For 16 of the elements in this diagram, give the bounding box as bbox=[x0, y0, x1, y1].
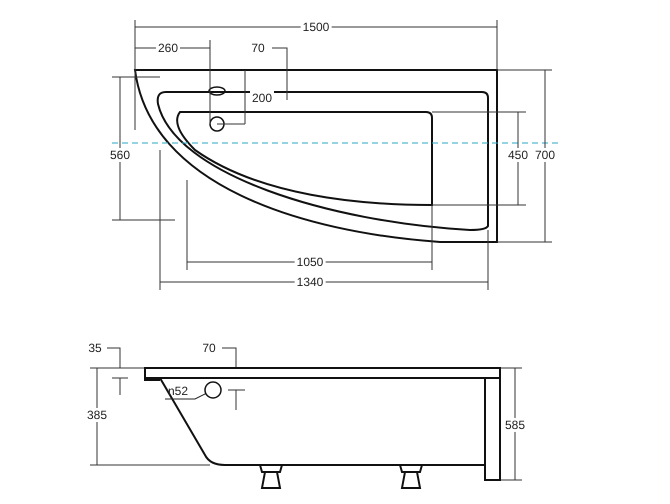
dimension-label: 70 bbox=[249, 41, 267, 55]
dimension-label: 70 bbox=[200, 341, 218, 355]
drain-hole bbox=[204, 381, 222, 399]
dimension-label: 1500 bbox=[300, 20, 332, 34]
dimension-label: 260 bbox=[156, 41, 180, 55]
dimension-label: 560 bbox=[108, 148, 132, 162]
dimension-label: 700 bbox=[532, 148, 558, 162]
dimension-label: 1340 bbox=[294, 275, 326, 289]
dimension-label: 450 bbox=[506, 148, 530, 162]
dimension-label: 35 bbox=[86, 341, 104, 355]
dimension-label: 200 bbox=[250, 91, 274, 105]
leader-line bbox=[164, 393, 206, 400]
dimension-label: 585 bbox=[502, 418, 528, 432]
diameter-label: n52 bbox=[166, 384, 190, 398]
dimension-label: 1050 bbox=[294, 255, 326, 269]
dimension-label: 385 bbox=[84, 408, 110, 422]
